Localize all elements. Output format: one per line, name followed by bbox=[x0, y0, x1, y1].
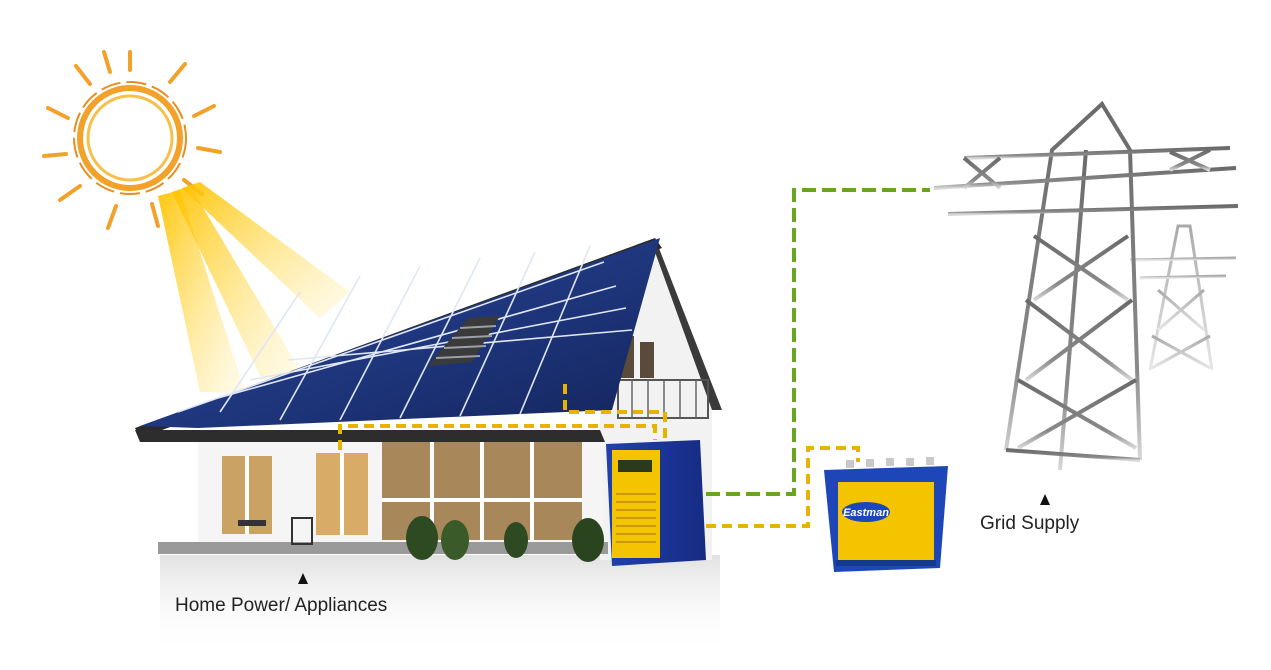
sun-beams bbox=[158, 182, 350, 392]
transmission-tower-icon bbox=[1129, 224, 1237, 371]
sun-icon bbox=[42, 50, 222, 230]
battery-icon: Eastman bbox=[824, 457, 948, 572]
inverter-to-battery-wire bbox=[706, 446, 860, 528]
solar-panel-icon bbox=[140, 238, 660, 428]
battery-brand-logo: Eastman bbox=[843, 507, 889, 519]
grid-supply-label: Grid Supply bbox=[980, 513, 1080, 534]
home-power-label: Home Power/ Appliances bbox=[175, 595, 388, 616]
home-arrow-icon bbox=[298, 573, 308, 584]
house-to-inverter-wire bbox=[338, 424, 657, 450]
transmission-tower-icon bbox=[933, 100, 1239, 471]
grid-arrow-icon bbox=[1040, 494, 1050, 505]
inverter-to-grid-wire bbox=[706, 188, 930, 496]
ground-reflection bbox=[160, 555, 720, 655]
inverter-icon bbox=[606, 440, 706, 566]
power-wires bbox=[338, 188, 930, 528]
